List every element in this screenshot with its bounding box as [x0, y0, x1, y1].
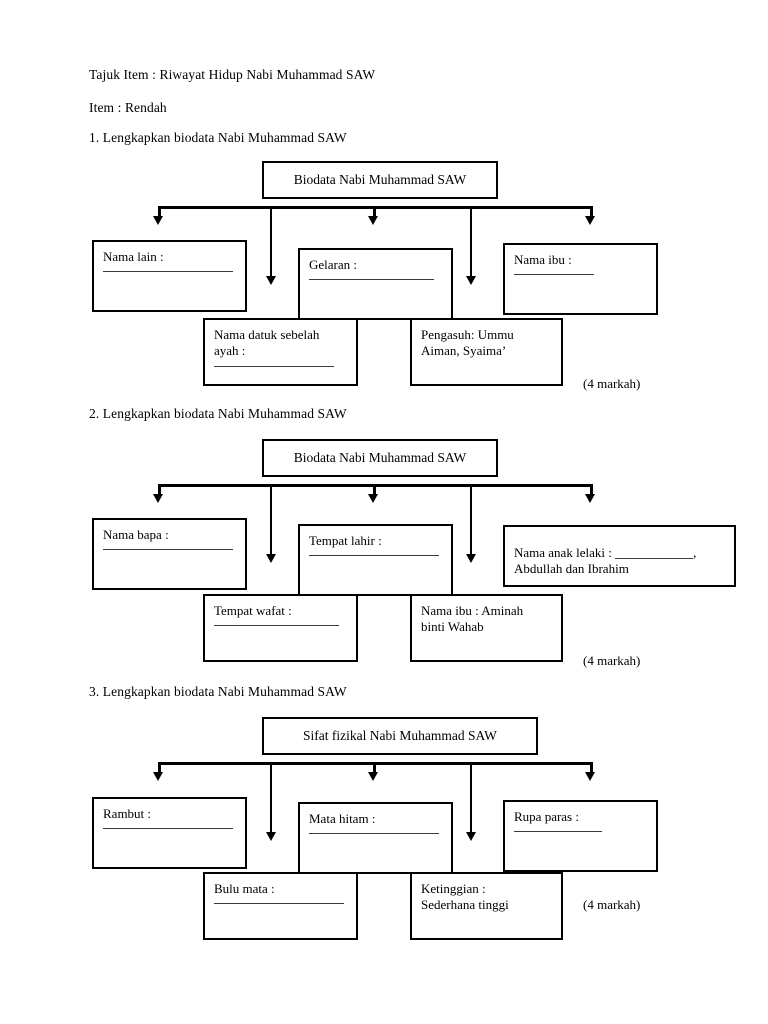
diagram-2-field-box-2: Tempat lahir :	[298, 524, 453, 596]
diagram-2-arrow-3	[368, 494, 378, 503]
diagram-3-title-text: Sifat fizikal Nabi Muhammad SAW	[303, 728, 497, 743]
diagram-3-field-4-blank[interactable]	[214, 903, 344, 905]
diagram-1-field-box-4: Nama datuk sebelah ayah :	[203, 318, 358, 386]
diagram-3-title-box: Sifat fizikal Nabi Muhammad SAW	[262, 717, 538, 755]
diagram-2-field-box-4: Tempat wafat :	[203, 594, 358, 662]
diagram-2-field-5-label: Nama ibu : Aminah	[421, 603, 524, 618]
diagram-3-field-box-4: Bulu mata :	[203, 872, 358, 940]
diagram-3-field-box-1: Rambut :	[92, 797, 247, 869]
diagram-1-stub-1	[158, 206, 161, 218]
question-3-prompt: 3. Lengkapkan biodata Nabi Muhammad SAW	[89, 684, 347, 699]
diagram-1-field-1-label: Nama lain :	[103, 249, 164, 264]
diagram-1-field-2-blank[interactable]	[309, 279, 434, 281]
diagram-1-title-text: Biodata Nabi Muhammad SAW	[293, 172, 467, 187]
diagram-3-stub-4	[470, 762, 472, 835]
diagram-3-stub-2	[270, 762, 272, 835]
diagram-2-arrow-5	[585, 494, 595, 503]
diagram-3-field-1-label: Rambut :	[103, 806, 152, 821]
diagram-1-arrow-1	[153, 216, 163, 225]
diagram-2-field-3-blank[interactable]	[615, 558, 694, 559]
diagram-1-stub-3	[373, 206, 376, 218]
diagram-1-arrow-3	[368, 216, 378, 225]
diagram-2-arrow-1	[153, 494, 163, 503]
diagram-3-marks: (4 markah)	[583, 897, 641, 912]
diagram-1-field-4-blank[interactable]	[214, 365, 334, 367]
diagram-3-arrow-1	[153, 772, 163, 781]
diagram-3-field-1-blank[interactable]	[103, 828, 233, 830]
diagram-2-title-text: Biodata Nabi Muhammad SAW	[293, 450, 467, 465]
diagram-3-field-4-label: Bulu mata :	[214, 881, 275, 896]
diagram-3-stub-3	[373, 762, 376, 774]
item-level-line: Item : Rendah	[89, 100, 167, 115]
diagram-3-arrow-2	[266, 832, 276, 841]
diagram-2-marks: (4 markah)	[583, 653, 641, 668]
diagram-1-field-4-label: Nama datuk sebelah	[214, 327, 320, 342]
diagram-3-field-3-blank[interactable]	[514, 831, 602, 833]
diagram-2-field-box-5: Nama ibu : Aminah binti Wahab	[410, 594, 563, 662]
diagram-3-field-box-3: Rupa paras :	[503, 800, 658, 872]
diagram-1-stub-4	[470, 206, 472, 279]
diagram-3-arrow-3	[368, 772, 378, 781]
diagram-1-arrow-5	[585, 216, 595, 225]
diagram-2-stub-3	[373, 484, 376, 496]
diagram-2-stub-4	[470, 484, 472, 557]
diagram-2-field-1-label: Nama bapa :	[103, 527, 169, 542]
diagram-2-field-3-label-text: Nama anak lelaki :	[514, 545, 616, 560]
diagram-1-marks: (4 markah)	[583, 376, 641, 391]
diagram-2-field-2-blank[interactable]	[309, 555, 439, 557]
diagram-1-field-4-label2: ayah :	[214, 343, 246, 359]
diagram-1-stub-2	[270, 206, 272, 279]
diagram-1-field-3-label: Nama ibu :	[514, 252, 572, 267]
diagram-2-field-2-label: Tempat lahir :	[309, 533, 382, 548]
diagram-2-stub-1	[158, 484, 161, 496]
diagram-1-field-box-5: Pengasuh: Ummu Aiman, Syaima’	[410, 318, 563, 386]
diagram-3-arrow-5	[585, 772, 595, 781]
diagram-1-title-box: Biodata Nabi Muhammad SAW	[262, 161, 498, 199]
diagram-1-field-box-1: Nama lain :	[92, 240, 247, 312]
diagram-1-field-1-blank[interactable]	[103, 271, 233, 273]
diagram-3-field-box-5: Ketinggian : Sederhana tinggi	[410, 872, 563, 940]
diagram-3-field-2-label: Mata hitam :	[309, 811, 376, 826]
diagram-2-field-1-blank[interactable]	[103, 549, 233, 551]
diagram-2-field-3-suffix: ,	[693, 545, 697, 560]
diagram-1-field-box-2: Gelaran :	[298, 248, 453, 320]
diagram-1-arrow-4	[466, 276, 476, 285]
diagram-3-field-2-blank[interactable]	[309, 833, 439, 835]
diagram-1-field-5-label: Pengasuh: Ummu	[421, 327, 514, 342]
diagram-3-stub-5	[590, 762, 593, 774]
diagram-2-stub-2	[270, 484, 272, 557]
diagram-3-arrow-4	[466, 832, 476, 841]
diagram-3-field-5-label2: Sederhana tinggi	[421, 897, 509, 913]
diagram-1-field-3-blank[interactable]	[514, 274, 594, 276]
diagram-2-field-5-label2: binti Wahab	[421, 619, 484, 635]
diagram-2-field-3-label: Nama anak lelaki : ,	[514, 545, 725, 561]
diagram-1-arrow-2	[266, 276, 276, 285]
diagram-2-field-4-blank[interactable]	[214, 625, 339, 627]
diagram-3-field-3-label: Rupa paras :	[514, 809, 579, 824]
diagram-3-field-box-2: Mata hitam :	[298, 802, 453, 874]
diagram-2-field-3-label2: Abdullah dan Ibrahim	[514, 561, 629, 577]
diagram-2-arrow-2	[266, 554, 276, 563]
diagram-1-field-2-label: Gelaran :	[309, 257, 358, 272]
diagram-2-stub-5	[590, 484, 593, 496]
question-2-prompt: 2. Lengkapkan biodata Nabi Muhammad SAW	[89, 406, 347, 421]
question-1-prompt: 1. Lengkapkan biodata Nabi Muhammad SAW	[89, 130, 347, 145]
diagram-2-arrow-4	[466, 554, 476, 563]
diagram-2-field-box-3: Nama anak lelaki : , Abdullah dan Ibrahi…	[503, 525, 736, 587]
diagram-1-field-5-label2: Aiman, Syaima’	[421, 343, 507, 359]
diagram-3-stub-1	[158, 762, 161, 774]
diagram-1-field-box-3: Nama ibu :	[503, 243, 658, 315]
diagram-2-field-4-label: Tempat wafat :	[214, 603, 292, 618]
tajuk-item-line: Tajuk Item : Riwayat Hidup Nabi Muhammad…	[89, 67, 376, 82]
diagram-2-title-box: Biodata Nabi Muhammad SAW	[262, 439, 498, 477]
diagram-1-stub-5	[590, 206, 593, 218]
diagram-2-field-box-1: Nama bapa :	[92, 518, 247, 590]
diagram-3-field-5-label: Ketinggian :	[421, 881, 486, 896]
